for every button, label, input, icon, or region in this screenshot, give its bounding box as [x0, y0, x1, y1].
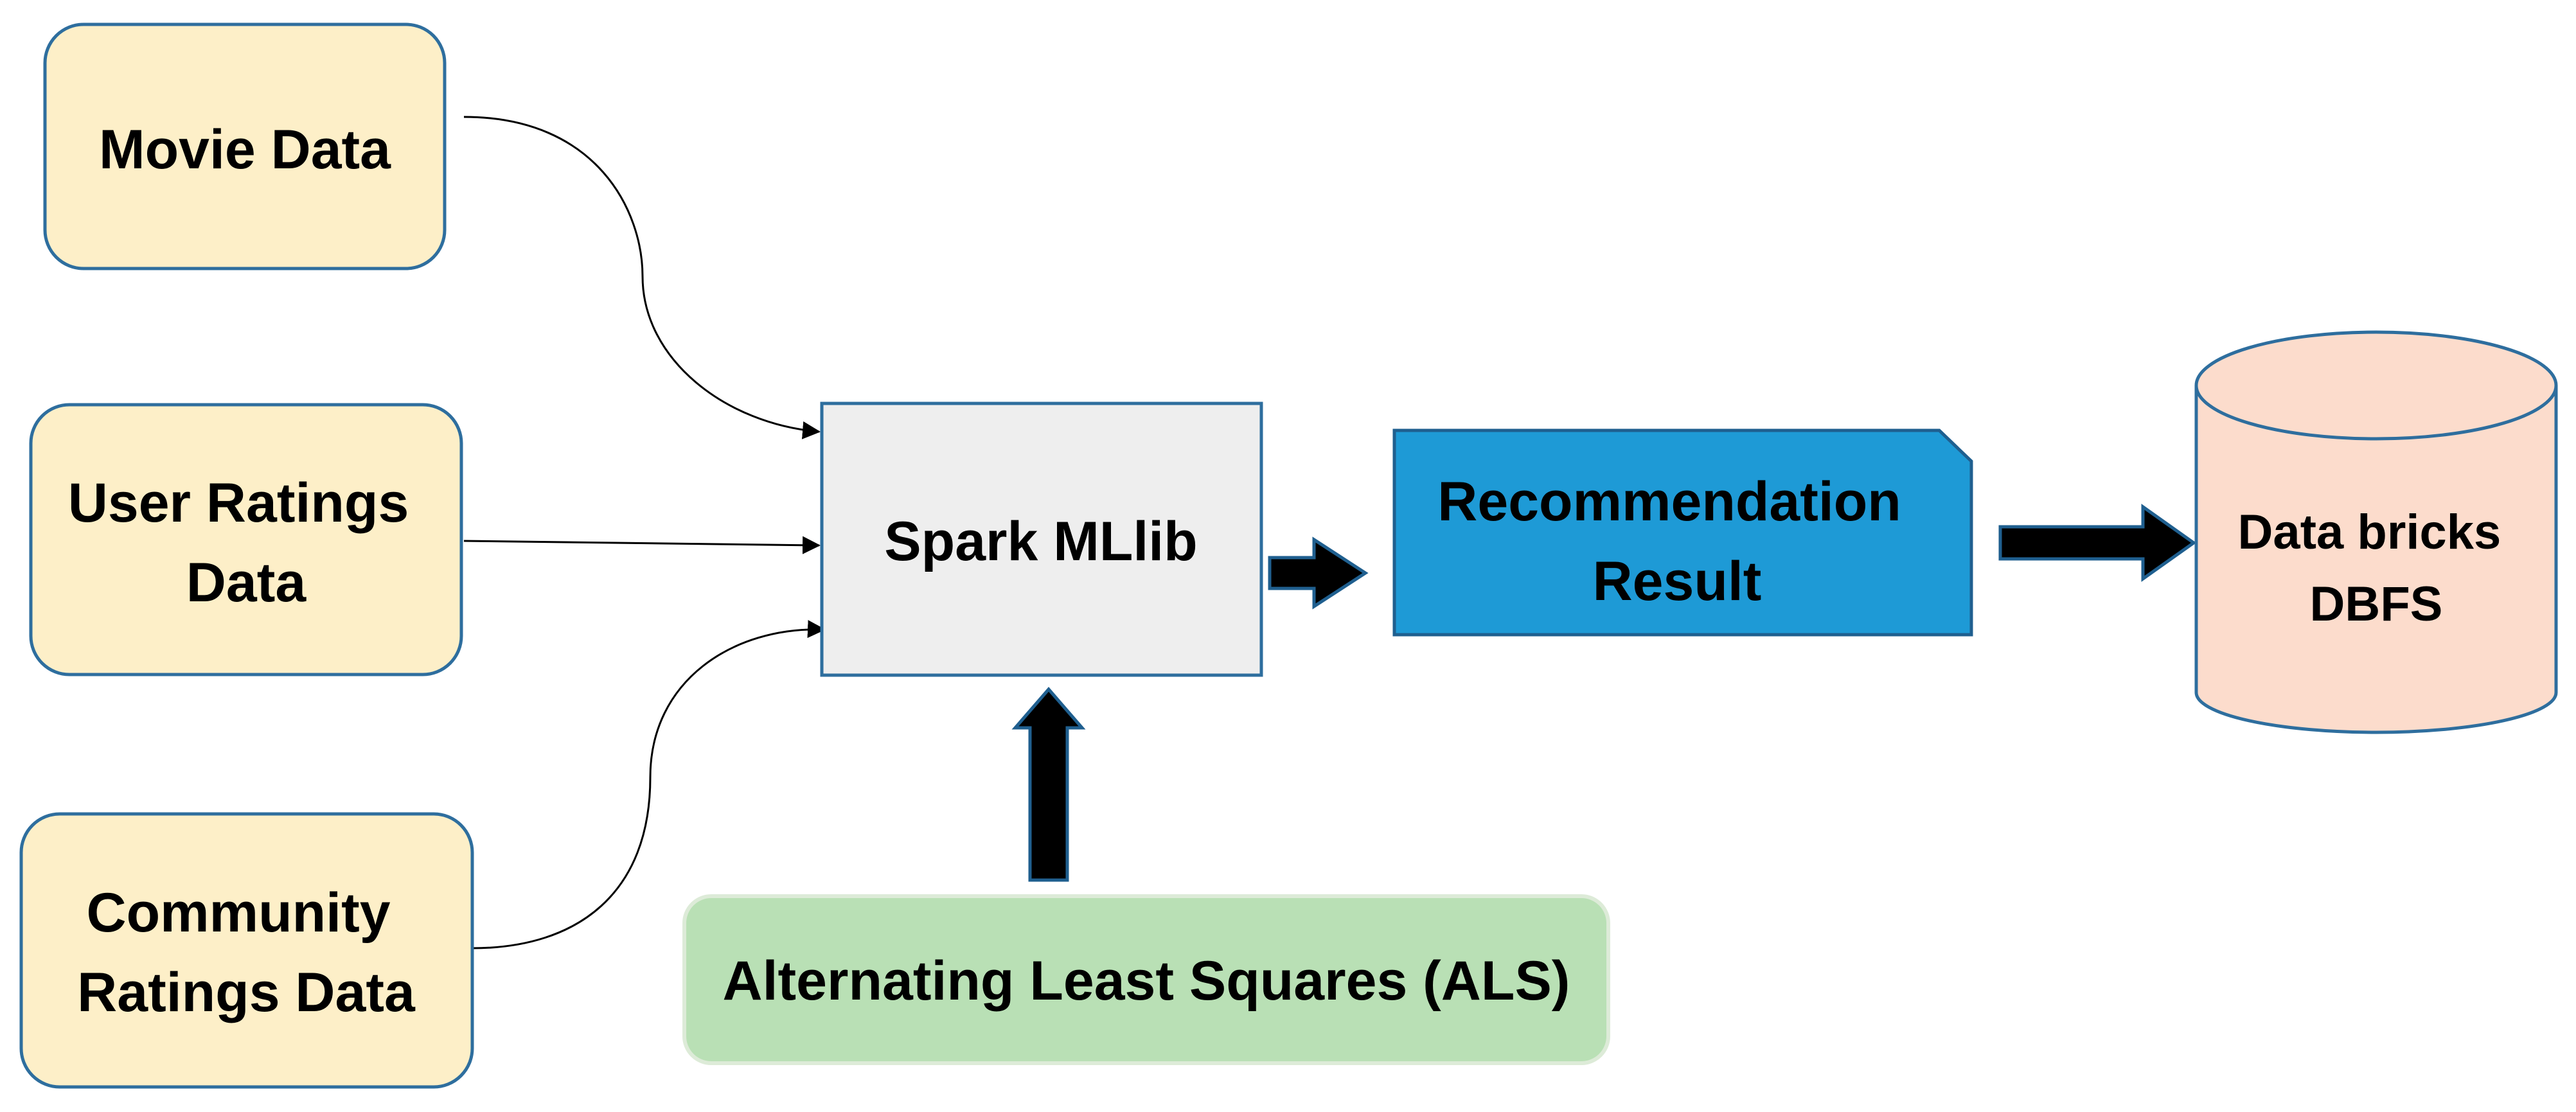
connector-user-to-spark	[463, 536, 821, 554]
block-arrow-result-to-storage	[1998, 504, 2197, 582]
user-ratings-node: User Ratings Data	[29, 403, 463, 676]
als-label: Alternating Least Squares (ALS)	[723, 950, 1570, 1012]
connector-movie-to-spark	[463, 116, 821, 439]
recommendation-label-line2: Result	[1593, 551, 1762, 612]
community-ratings-label-line2: Ratings Data	[77, 962, 416, 1023]
storage-label-line2: DBFS	[2310, 577, 2443, 631]
block-arrow-als-to-spark	[1011, 687, 1086, 882]
svg-text:User Ratings Data: User Ratings Data	[68, 472, 424, 613]
spark-mllib-node: Spark MLlib	[820, 402, 1263, 677]
recommendation-result-node: Recommendation Result	[1392, 428, 1973, 637]
recommendation-label-line1: Recommendation	[1437, 471, 1901, 533]
svg-text:Spark MLlib: Spark MLlib	[884, 511, 1197, 572]
user-ratings-label-line1: User Ratings	[68, 472, 409, 534]
als-node: Alternating Least Squares (ALS)	[682, 894, 1610, 1065]
svg-text:Data bricks DBFS: Data bricks DBFS	[2238, 505, 2515, 631]
block-arrow-spark-to-result	[1268, 536, 1369, 610]
community-ratings-node: Community Ratings Data	[19, 812, 474, 1089]
connector-community-to-spark	[472, 620, 826, 949]
svg-text:Community Ratings Data: Community Ratings Data	[77, 882, 416, 1023]
databricks-dbfs-storage-node: Data bricks DBFS	[2194, 330, 2558, 734]
user-ratings-label-line2: Data	[186, 552, 307, 613]
svg-text:Movie Data: Movie Data	[99, 119, 391, 181]
storage-label-line1: Data bricks	[2238, 505, 2501, 560]
movie-data-node: Movie Data	[43, 22, 447, 270]
community-ratings-label-line1: Community	[87, 882, 391, 944]
svg-text:Recommendation Result: Recommendation Result	[1437, 471, 1916, 612]
movie-data-label: Movie Data	[99, 119, 391, 181]
spark-mllib-label: Spark MLlib	[884, 511, 1197, 572]
svg-text:Alternating Least Squares (ALS: Alternating Least Squares (ALS)	[723, 950, 1570, 1012]
